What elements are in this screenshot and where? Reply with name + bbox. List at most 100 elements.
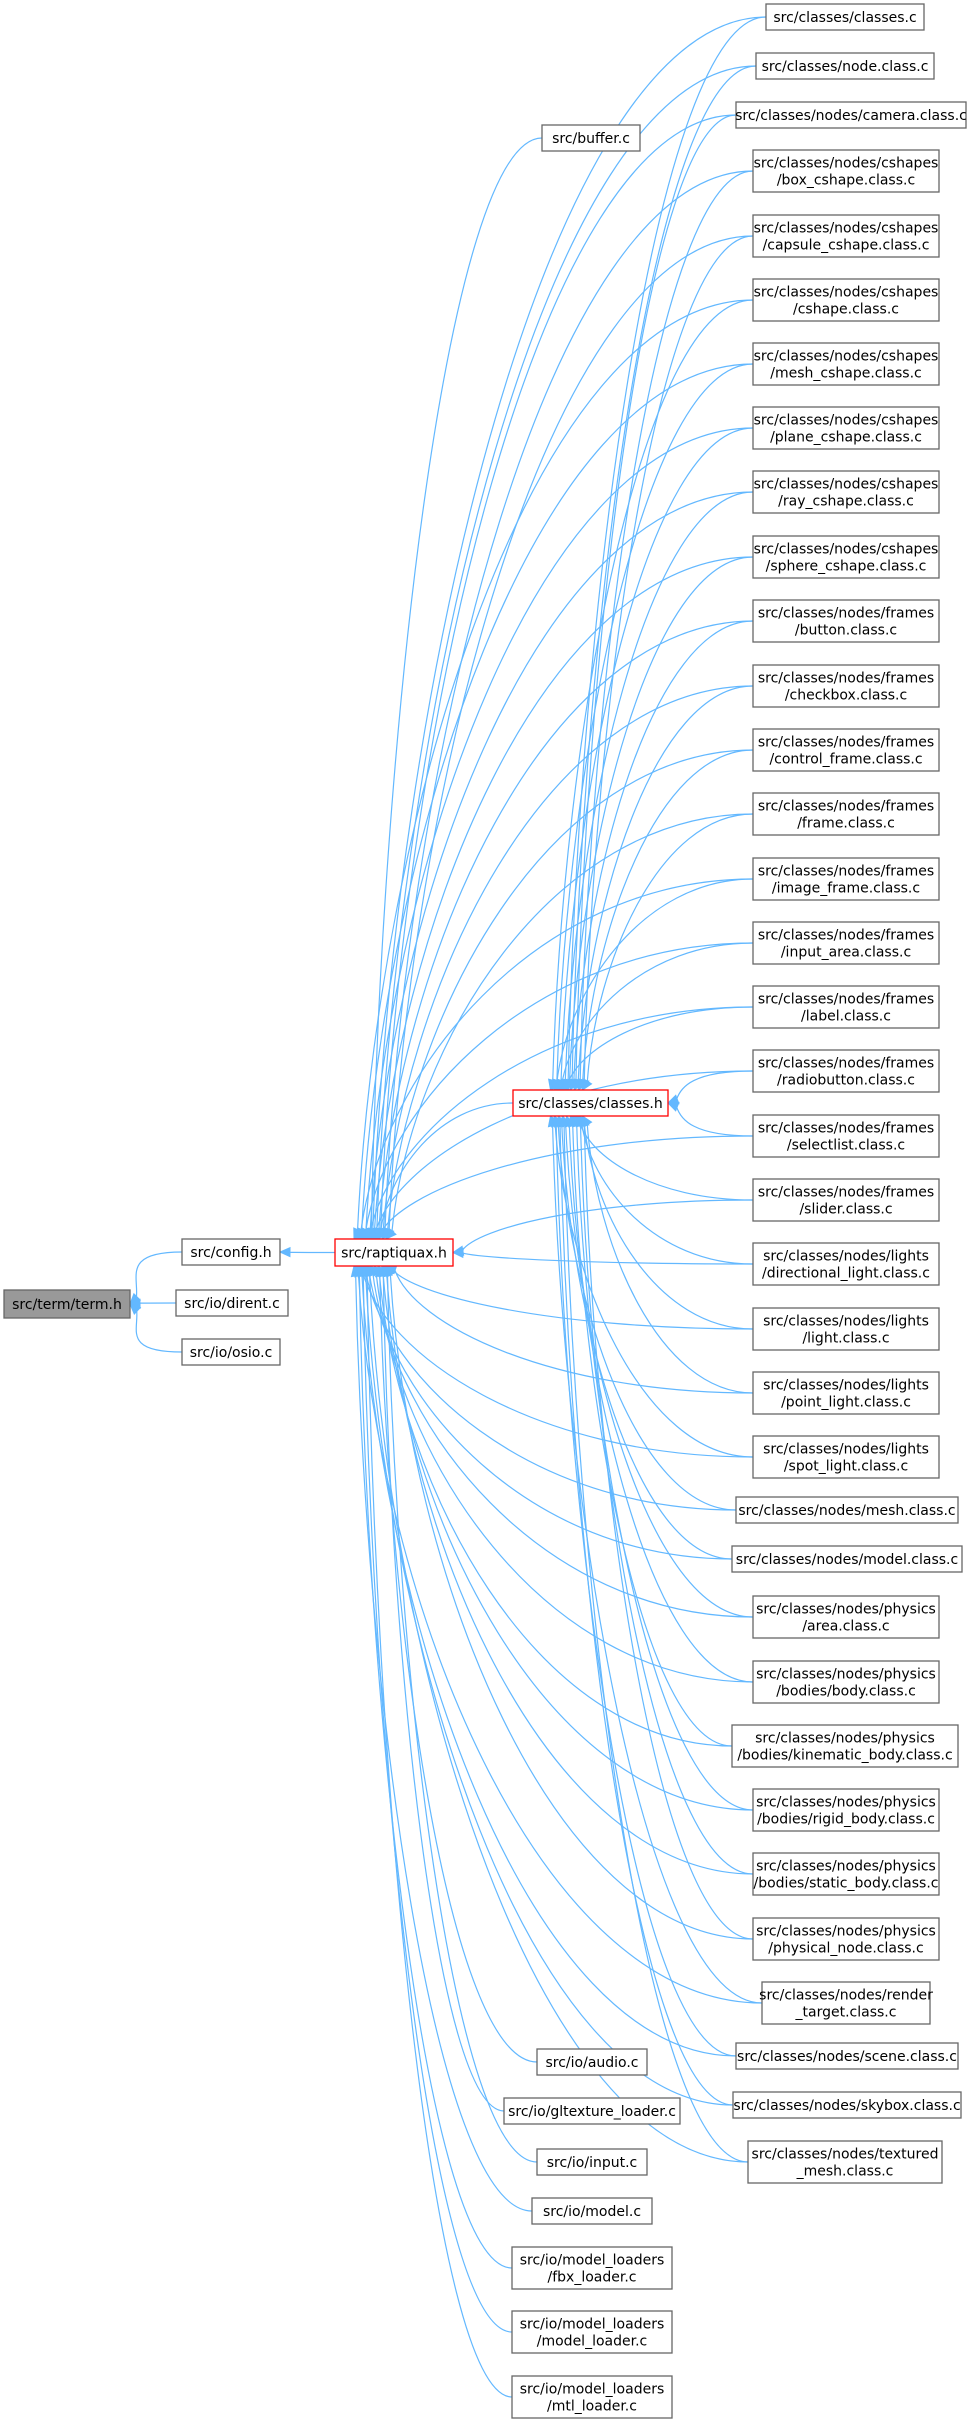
node-box-cshape[interactable]: src/classes/nodes/cshapes/box_cshape.cla… bbox=[752, 149, 940, 193]
node-buffer[interactable]: src/buffer.c bbox=[541, 124, 641, 152]
node-physical-node[interactable]: src/classes/nodes/physics/physical_node.… bbox=[752, 1917, 940, 1961]
node-model-loader[interactable]: src/io/model_loaders/model_loader.c bbox=[511, 2310, 673, 2354]
edge-image_frame-to-classes_h bbox=[556, 878, 754, 1084]
edge-rigid_body-to-classes_h bbox=[576, 1124, 754, 1811]
edge-node_c-to-classes_h bbox=[571, 65, 757, 1082]
node-light[interactable]: src/classes/nodes/lights/light.class.c bbox=[752, 1307, 940, 1351]
node-skybox[interactable]: src/classes/nodes/skybox.class.c bbox=[732, 2091, 962, 2119]
node-label: src/classes/nodes/lights bbox=[763, 1249, 929, 1265]
edge-physical_node-to-raptiquax bbox=[389, 1273, 754, 1940]
node-gltexture[interactable]: src/io/gltexture_loader.c bbox=[503, 2097, 681, 2125]
node-area[interactable]: src/classes/nodes/physics/area.class.c bbox=[752, 1595, 940, 1639]
node-term[interactable]: src/term/term.h bbox=[3, 1289, 131, 1319]
node-audio[interactable]: src/io/audio.c bbox=[536, 2048, 648, 2076]
edge-body-to-raptiquax bbox=[375, 1272, 754, 1683]
node-input[interactable]: src/io/input.c bbox=[536, 2148, 648, 2176]
node-mtl[interactable]: src/io/model_loaders/mtl_loader.c bbox=[511, 2375, 673, 2419]
node-ray-cshape[interactable]: src/classes/nodes/cshapes/ray_cshape.cla… bbox=[752, 470, 940, 514]
edge-cshape-to-raptiquax bbox=[356, 299, 754, 1231]
edge-button-to-raptiquax bbox=[378, 620, 754, 1232]
node-plane-cshape[interactable]: src/classes/nodes/cshapes/plane_cshape.c… bbox=[752, 406, 940, 450]
node-button[interactable]: src/classes/nodes/frames/button.class.c bbox=[752, 599, 940, 643]
node-control-frame[interactable]: src/classes/nodes/frames/control_frame.c… bbox=[752, 728, 940, 772]
node-label: /bodies/rigid_body.class.c bbox=[757, 1812, 935, 1828]
node-checkbox[interactable]: src/classes/nodes/frames/checkbox.class.… bbox=[752, 664, 940, 708]
node-classes-h[interactable]: src/classes/classes.h bbox=[512, 1089, 669, 1117]
node-kinematic-body[interactable]: src/classes/nodes/physics/bodies/kinemat… bbox=[731, 1724, 959, 1768]
node-scene[interactable]: src/classes/nodes/scene.class.c bbox=[735, 2042, 959, 2070]
node-osio[interactable]: src/io/osio.c bbox=[181, 1338, 281, 1366]
node-label: src/raptiquax.h bbox=[341, 1246, 447, 1262]
node-label: /control_frame.class.c bbox=[769, 752, 922, 768]
node-label: src/term/term.h bbox=[12, 1297, 122, 1313]
node-label: src/classes/nodes/physics bbox=[755, 1731, 935, 1747]
node-input-area[interactable]: src/classes/nodes/frames/input_area.clas… bbox=[752, 921, 940, 965]
node-sphere-cshape[interactable]: src/classes/nodes/cshapes/sphere_cshape.… bbox=[752, 535, 940, 579]
node-label: /frame.class.c bbox=[797, 816, 895, 832]
node-box bbox=[752, 1371, 940, 1415]
node-selectlist[interactable]: src/classes/nodes/frames/selectlist.clas… bbox=[752, 1114, 940, 1158]
node-image-frame[interactable]: src/classes/nodes/frames/image_frame.cla… bbox=[752, 857, 940, 901]
node-label: src/classes/nodes/cshapes bbox=[754, 542, 939, 558]
node-label: /slider.class.c bbox=[799, 1202, 892, 1218]
node-label: /point_light.class.c bbox=[781, 1395, 911, 1411]
node-box bbox=[752, 1114, 940, 1158]
node-mesh-cshape[interactable]: src/classes/nodes/cshapes/mesh_cshape.cl… bbox=[752, 342, 940, 386]
node-label: src/classes/nodes/lights bbox=[763, 1314, 929, 1330]
edge-spot_light-to-classes_h bbox=[554, 1123, 754, 1458]
node-config[interactable]: src/config.h bbox=[181, 1238, 281, 1266]
node-point-light[interactable]: src/classes/nodes/lights/point_light.cla… bbox=[752, 1371, 940, 1415]
edge-ray_cshape-to-classes_h bbox=[564, 491, 754, 1082]
node-spot-light[interactable]: src/classes/nodes/lights/spot_light.clas… bbox=[752, 1435, 940, 1479]
node-label: /capsule_cshape.class.c bbox=[763, 238, 930, 254]
node-model-class[interactable]: src/classes/nodes/model.class.c bbox=[731, 1545, 963, 1573]
node-frame[interactable]: src/classes/nodes/frames/frame.class.c bbox=[752, 792, 940, 836]
node-label: src/io/model_loaders bbox=[520, 2382, 665, 2398]
node-render-target[interactable]: src/classes/nodes/render_target.class.c bbox=[759, 1981, 933, 2025]
node-label: /sphere_cshape.class.c bbox=[766, 559, 927, 575]
node-mesh[interactable]: src/classes/nodes/mesh.class.c bbox=[735, 1496, 959, 1524]
arrowhead-physical_node-to-raptiquax bbox=[385, 1264, 396, 1278]
node-node-c[interactable]: src/classes/node.class.c bbox=[755, 52, 935, 80]
node-label[interactable]: src/classes/nodes/frames/label.class.c bbox=[752, 985, 940, 1029]
node-label: /cshape.class.c bbox=[793, 302, 899, 318]
node-label: _target.class.c bbox=[795, 2005, 897, 2021]
node-label: /bodies/static_body.class.c bbox=[754, 1876, 939, 1892]
node-radiobutton[interactable]: src/classes/nodes/frames/radiobutton.cla… bbox=[752, 1049, 940, 1093]
node-label: src/classes/nodes/cshapes bbox=[754, 221, 939, 237]
node-label: src/classes/nodes/cshapes bbox=[754, 413, 939, 429]
node-cshape[interactable]: src/classes/nodes/cshapes/cshape.class.c bbox=[752, 278, 940, 322]
edge-textured_mesh-to-raptiquax bbox=[368, 1274, 749, 2163]
edge-config-to-term bbox=[135, 1251, 183, 1298]
node-raptiquax[interactable]: src/raptiquax.h bbox=[334, 1238, 454, 1267]
node-label: /box_cshape.class.c bbox=[777, 173, 915, 189]
node-fbx[interactable]: src/io/model_loaders/fbx_loader.c bbox=[511, 2246, 673, 2290]
node-label: /bodies/body.class.c bbox=[776, 1684, 916, 1700]
node-label: /image_frame.class.c bbox=[772, 881, 920, 897]
node-dirent[interactable]: src/io/dirent.c bbox=[175, 1289, 289, 1317]
node-capsule-cshape[interactable]: src/classes/nodes/cshapes/capsule_cshape… bbox=[752, 214, 940, 258]
node-directional-light[interactable]: src/classes/nodes/lights/directional_lig… bbox=[752, 1242, 940, 1286]
node-textured-mesh[interactable]: src/classes/nodes/textured_mesh.class.c bbox=[747, 2140, 943, 2184]
node-box bbox=[731, 1724, 959, 1768]
arrowhead-physical_node-to-classes_h bbox=[579, 1114, 590, 1128]
node-box bbox=[735, 1496, 959, 1524]
edge-static_body-to-raptiquax bbox=[386, 1273, 754, 1875]
node-box bbox=[175, 1289, 289, 1317]
node-classes-c[interactable]: src/classes/classes.c bbox=[765, 3, 925, 31]
node-label: src/classes/nodes/textured bbox=[752, 2147, 939, 2163]
node-slider[interactable]: src/classes/nodes/frames/slider.class.c bbox=[752, 1178, 940, 1222]
edge-fbx-to-raptiquax bbox=[358, 1274, 513, 2269]
node-model[interactable]: src/io/model.c bbox=[531, 2197, 653, 2225]
edge-button-to-classes_h bbox=[573, 620, 754, 1082]
edge-classes_h-to-raptiquax bbox=[379, 1102, 514, 1233]
arrowhead-textured_mesh-to-raptiquax bbox=[365, 1264, 375, 1278]
edge-static_body-to-classes_h bbox=[579, 1124, 754, 1875]
edge-textured_mesh-to-classes_h bbox=[563, 1124, 749, 2163]
node-body[interactable]: src/classes/nodes/physics/bodies/body.cl… bbox=[752, 1660, 940, 1704]
node-box bbox=[752, 342, 940, 386]
node-rigid-body[interactable]: src/classes/nodes/physics/bodies/rigid_b… bbox=[752, 1788, 940, 1832]
node-static-body[interactable]: src/classes/nodes/physics/bodies/static_… bbox=[752, 1852, 940, 1896]
edge-model-to-raptiquax bbox=[355, 1274, 533, 2212]
node-camera[interactable]: src/classes/nodes/camera.class.c bbox=[735, 101, 967, 129]
